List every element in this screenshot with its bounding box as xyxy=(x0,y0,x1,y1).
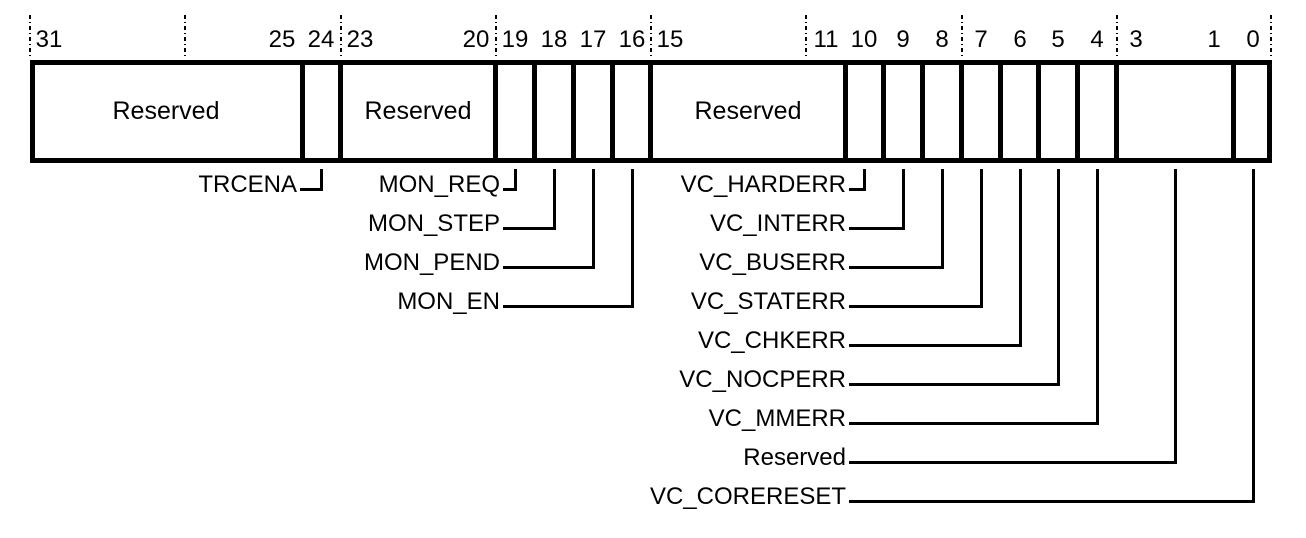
leader-line-mon-en xyxy=(503,305,634,308)
callout-vc-corereset: VC_CORERESET xyxy=(649,483,846,510)
bit-number-10: 10 xyxy=(850,26,878,53)
bit-number-11: 11 xyxy=(813,26,839,53)
field-divider-6-5 xyxy=(1036,60,1041,163)
leader-line-vc-buserr xyxy=(941,169,944,269)
callout-vc-mmerr: VC_MMERR xyxy=(708,405,846,432)
bit-number-9: 9 xyxy=(896,26,910,53)
nibble-tick xyxy=(650,15,652,59)
nibble-tick xyxy=(805,15,807,59)
bit-number-23: 23 xyxy=(346,26,374,53)
field-divider-1-0 xyxy=(1231,60,1236,163)
nibble-tick xyxy=(1270,15,1272,59)
bit-number-6: 6 xyxy=(1013,26,1027,53)
callout-vc-chkerr: VC_CHKERR xyxy=(697,327,846,354)
callout-mon-step: MON_STEP xyxy=(367,210,500,237)
bit-number-16: 16 xyxy=(618,26,646,53)
leader-line-vc-interr xyxy=(849,227,905,230)
field-divider-18-17 xyxy=(571,60,576,163)
bit-number-1: 1 xyxy=(1207,26,1221,53)
leader-line-vc-chkerr xyxy=(1019,169,1022,347)
field-divider-19-18 xyxy=(532,60,537,163)
nibble-tick xyxy=(184,15,186,59)
bit-number-0: 0 xyxy=(1246,26,1260,53)
nibble-tick xyxy=(1116,15,1118,59)
field-divider-20-19 xyxy=(493,60,498,163)
callout-vc-buserr: VC_BUSERR xyxy=(699,249,846,276)
field-divider-9-8 xyxy=(920,60,925,163)
leader-line-vc-chkerr xyxy=(849,344,1022,347)
leader-line-vc-nocperr xyxy=(1057,169,1060,386)
leader-line-vc-mmerr xyxy=(1096,169,1099,425)
field-label-reserved-15-11: Reserved xyxy=(694,97,802,125)
field-divider-17-16 xyxy=(610,60,615,163)
leader-line-vc-corereset xyxy=(849,500,1255,503)
field-divider-4-3 xyxy=(1114,60,1119,163)
bit-number-19: 19 xyxy=(501,26,529,53)
leader-line-vc-staterr xyxy=(849,305,983,308)
bit-number-7: 7 xyxy=(974,26,988,53)
leader-line-vc-staterr xyxy=(980,169,983,308)
bit-number-31: 31 xyxy=(35,26,63,53)
field-divider-5-4 xyxy=(1075,60,1080,163)
nibble-tick xyxy=(29,15,31,59)
callout-vc-staterr: VC_STATERR xyxy=(690,288,846,315)
bit-number-17: 17 xyxy=(579,26,607,53)
leader-line-vc-corereset xyxy=(1252,169,1255,503)
bit-number-20: 20 xyxy=(462,26,490,53)
callout-vc-interr: VC_INTERR xyxy=(709,210,846,237)
bit-number-8: 8 xyxy=(935,26,949,53)
bit-number-24: 24 xyxy=(307,26,335,53)
bit-number-3: 3 xyxy=(1129,26,1143,53)
nibble-tick xyxy=(961,15,963,59)
nibble-tick xyxy=(495,15,497,59)
field-label-reserved-31-25: Reserved xyxy=(112,97,220,125)
callout-reserved-3-1: Reserved xyxy=(743,444,846,471)
leader-line-mon-req xyxy=(503,188,517,191)
field-divider-10-9 xyxy=(881,60,886,163)
leader-line-mon-pend xyxy=(503,266,595,269)
field-divider-7-6 xyxy=(998,60,1003,163)
field-divider-24-23 xyxy=(338,60,343,163)
field-divider-8-7 xyxy=(959,60,964,163)
leader-line-vc-mmerr xyxy=(849,422,1099,425)
leader-line-mon-step xyxy=(553,169,556,230)
field-divider-25-24 xyxy=(300,60,305,163)
callout-vc-nocperr: VC_NOCPERR xyxy=(679,366,846,393)
field-label-reserved-23-20: Reserved xyxy=(364,97,472,125)
callout-mon-req: MON_REQ xyxy=(378,171,500,198)
nibble-tick xyxy=(340,15,342,59)
leader-line-mon-en xyxy=(631,169,634,308)
bit-number-4: 4 xyxy=(1090,26,1104,53)
leader-line-trcena xyxy=(320,169,323,191)
leader-line-vc-harderr xyxy=(863,169,866,191)
callout-vc-harderr: VC_HARDERR xyxy=(680,171,846,198)
field-divider-16-15 xyxy=(648,60,653,163)
callout-mon-en: MON_EN xyxy=(397,288,500,315)
leader-line-reserved-3-1 xyxy=(849,461,1177,464)
leader-line-reserved-3-1 xyxy=(1174,169,1177,464)
bit-number-15: 15 xyxy=(656,26,684,53)
bit-number-18: 18 xyxy=(540,26,568,53)
leader-line-vc-nocperr xyxy=(849,383,1060,386)
leader-line-mon-step xyxy=(503,227,556,230)
callout-mon-pend: MON_PEND xyxy=(363,249,500,276)
leader-line-vc-harderr xyxy=(849,188,866,191)
leader-line-vc-buserr xyxy=(849,266,944,269)
field-divider-11-10 xyxy=(843,60,848,163)
callout-trcena: TRCENA xyxy=(198,171,297,198)
leader-line-mon-req xyxy=(514,169,517,191)
leader-line-vc-interr xyxy=(902,169,905,230)
leader-line-mon-pend xyxy=(592,169,595,269)
bit-number-5: 5 xyxy=(1051,26,1065,53)
leader-line-trcena xyxy=(300,188,323,191)
bit-number-25: 25 xyxy=(268,26,296,53)
